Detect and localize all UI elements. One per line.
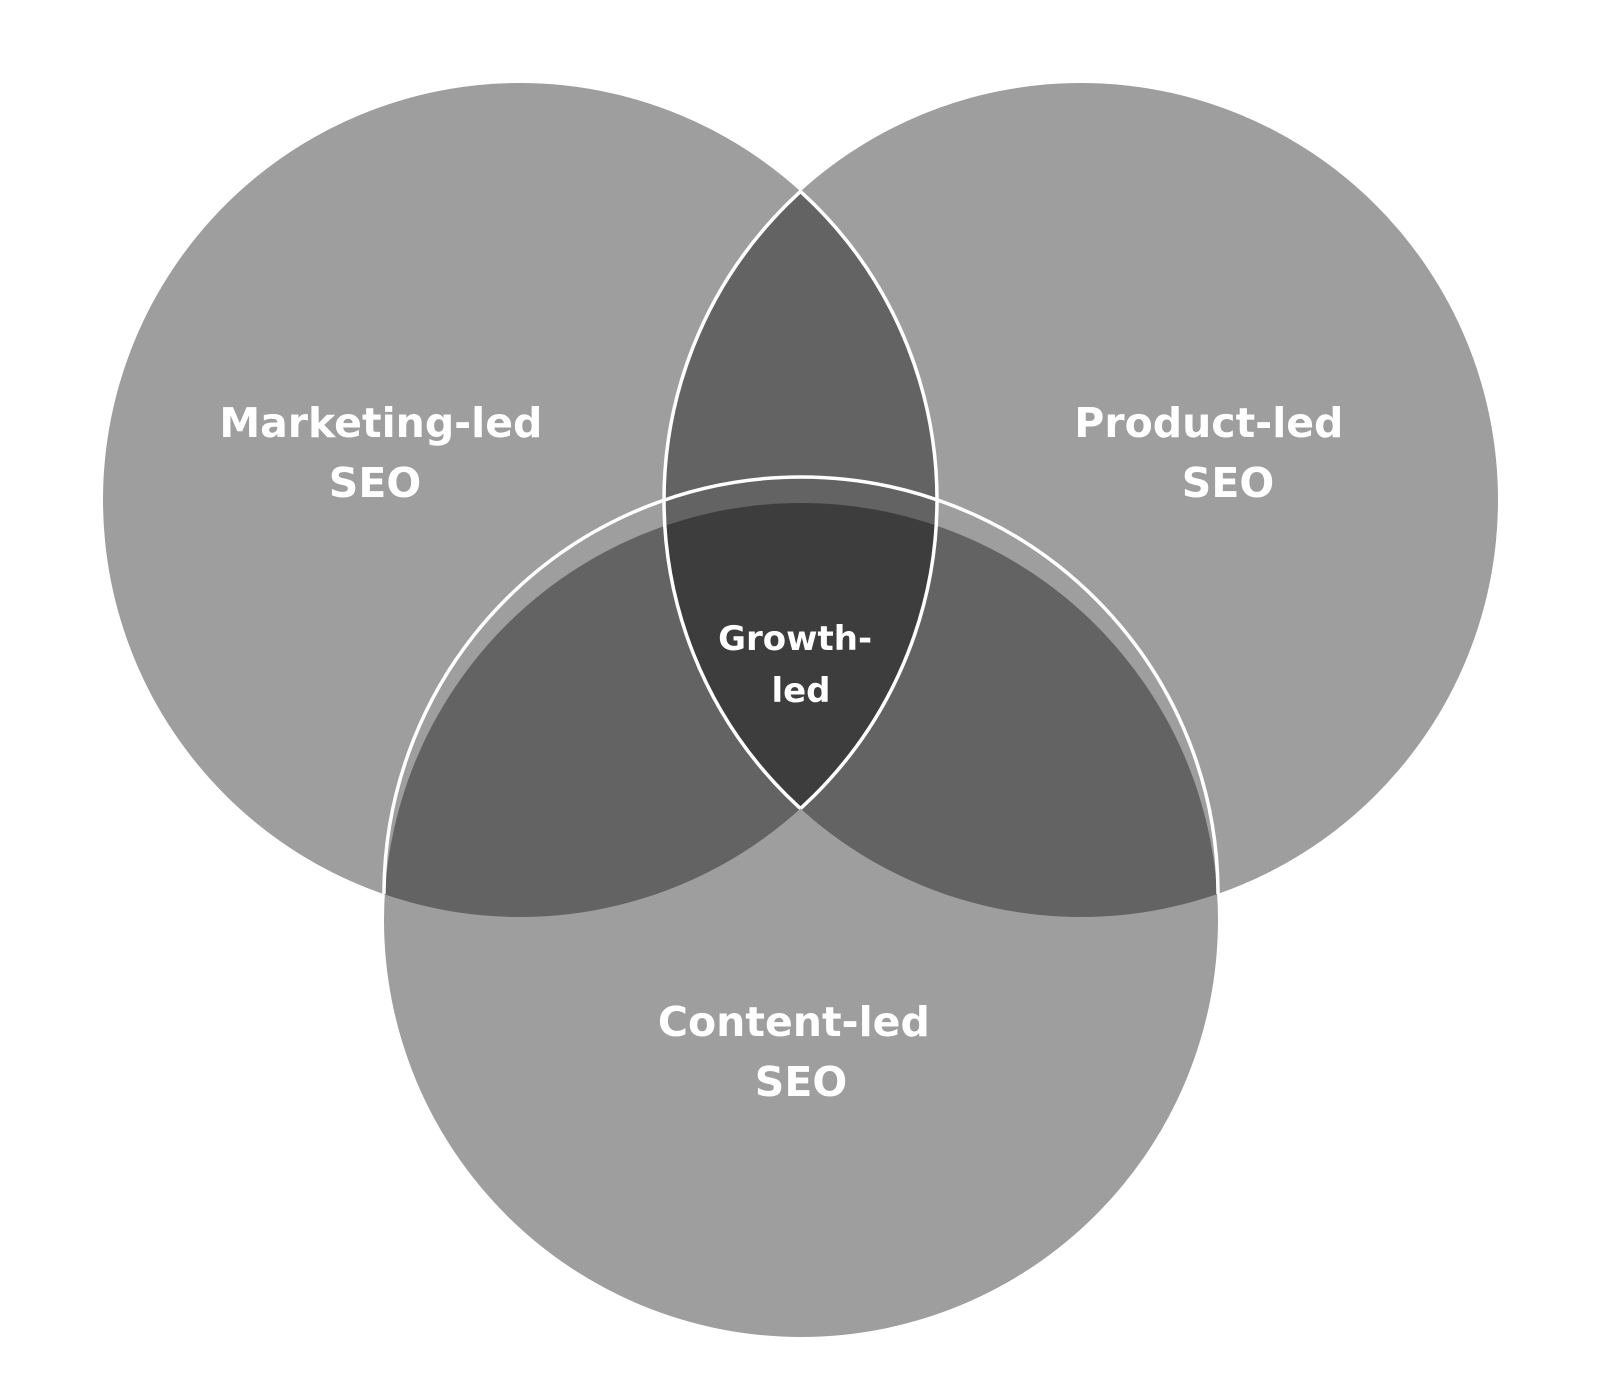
label-product: Product-led SEO [1074, 399, 1357, 507]
label-product-line2: SEO [1182, 459, 1274, 507]
label-marketing: Marketing-led SEO [219, 399, 556, 507]
overlap-marketing-content [384, 503, 937, 917]
label-marketing-line1: Marketing-led [219, 399, 542, 447]
label-center-line2: led [771, 671, 830, 711]
outline-content-top-arc [382, 475, 1220, 895]
label-marketing-line2: SEO [329, 459, 421, 507]
label-content-line2: SEO [755, 1058, 847, 1106]
overlap-product-content [664, 503, 1218, 917]
label-center: Growth- led [718, 619, 884, 711]
label-product-line1: Product-led [1074, 399, 1343, 447]
label-content-line1: Content-led [658, 998, 930, 1046]
label-content: Content-led SEO [658, 998, 944, 1106]
label-center-line1: Growth- [718, 619, 872, 659]
